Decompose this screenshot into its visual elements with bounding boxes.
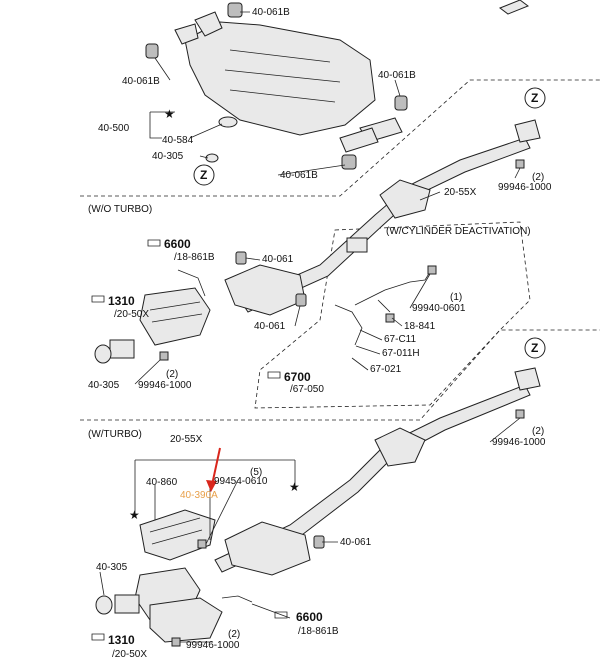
z-label: Z (200, 168, 207, 182)
z-marker-right1: Z (524, 87, 546, 109)
section-cyl-deact: (W/CYLINDER DEACTIVATION) (386, 226, 531, 237)
star-mark: ★ (289, 480, 300, 494)
label-40-305: 40-305 (96, 562, 128, 573)
label-qty: (2) (532, 172, 544, 183)
label-67-c11: 67-C11 (384, 334, 416, 345)
leader-lines (99, 11, 521, 643)
label-99946-1000: 99946-1000 (186, 640, 240, 651)
star-mark: ★ (129, 508, 140, 522)
z-label: Z (531, 341, 538, 355)
label-40-305: 40-305 (88, 380, 120, 391)
label-20-50x: /20-50X (114, 309, 149, 320)
red-pointer-arrow (206, 447, 221, 492)
catalyst-turbo (114, 567, 223, 643)
label-6700: 6700 (284, 370, 311, 384)
front-pipe-w-turbo (214, 367, 541, 576)
label-20-50x: /20-50X (112, 649, 147, 660)
star-mark: ★ (164, 107, 175, 121)
z-marker-top: Z (193, 164, 215, 186)
label-20-55x: 20-55X (444, 187, 477, 198)
label-qty: (1) (450, 292, 462, 303)
section-wo-turbo: (W/O TURBO) (88, 204, 152, 215)
label-40-061b: 40-061B (122, 76, 160, 87)
label-67-011h: 67-011H (382, 348, 420, 359)
section-w-turbo: (W/TURBO) (88, 429, 142, 440)
label-qty: (2) (166, 369, 178, 380)
label-99946-1000: 99946-1000 (498, 182, 552, 193)
label-40-305: 40-305 (152, 151, 184, 162)
divider-w-turbo (80, 329, 600, 421)
label-1310: 1310 (108, 294, 135, 308)
front-pipe-wo-turbo (224, 119, 541, 316)
label-40-061b: 40-061B (378, 70, 416, 81)
label-67-050: /67-050 (290, 384, 324, 395)
o2-sensor-turbo (221, 595, 253, 603)
label-40-061b: 40-061B (280, 170, 318, 181)
label-40-860: 40-860 (146, 477, 178, 488)
label-18-841: 18-841 (404, 321, 436, 332)
label-40-584: 40-584 (162, 135, 194, 146)
label-18-861b: /18-861B (174, 252, 215, 263)
gasket-turbo (95, 409, 525, 647)
label-1310: 1310 (108, 633, 135, 647)
label-6600: 6600 (296, 610, 323, 624)
label-qty: (2) (532, 426, 544, 437)
z-label: Z (531, 91, 538, 105)
label-99946-1000: 99946-1000 (492, 437, 546, 448)
label-40-500: 40-500 (98, 123, 130, 134)
catalyst-wo-turbo (109, 287, 211, 359)
label-6600: 6600 (164, 237, 191, 251)
label-qty: (5) (250, 467, 262, 478)
callout-bracket-20-55x (134, 459, 296, 515)
label-40-061: 40-061 (262, 254, 294, 265)
label-99454-0610: 99454-0610 (214, 476, 268, 487)
corner-arrow-icon (498, 0, 530, 15)
divider-wo-turbo (80, 79, 600, 197)
callout-bracket-40-860 (154, 485, 211, 540)
hanger-rubber-top (145, 2, 408, 170)
label-40-061: 40-061 (340, 537, 372, 548)
label-40-390a-highlighted: 40-390A (180, 490, 218, 501)
gasket-wo-turbo (94, 159, 525, 364)
label-99940-0601: 99940-0601 (412, 303, 466, 314)
cyl-deact-harness (334, 237, 437, 346)
reference-hand-icon (91, 239, 288, 641)
heat-insulator-turbo (139, 509, 216, 561)
label-20-55x: 20-55X (170, 434, 203, 445)
cyl-deact-box (254, 221, 531, 409)
label-40-061b: 40-061B (252, 7, 290, 18)
callout-bracket-40-500 (149, 111, 175, 139)
o2-sensor-wo-turbo (177, 269, 206, 297)
label-67-021: 67-021 (370, 364, 402, 375)
rear-muffler (174, 11, 403, 153)
z-marker-right2: Z (524, 337, 546, 359)
label-qty: (2) (228, 629, 240, 640)
label-18-861b: /18-861B (298, 626, 339, 637)
label-40-061: 40-061 (254, 321, 286, 332)
label-99946-1000: 99946-1000 (138, 380, 192, 391)
gasket-top (205, 116, 238, 163)
